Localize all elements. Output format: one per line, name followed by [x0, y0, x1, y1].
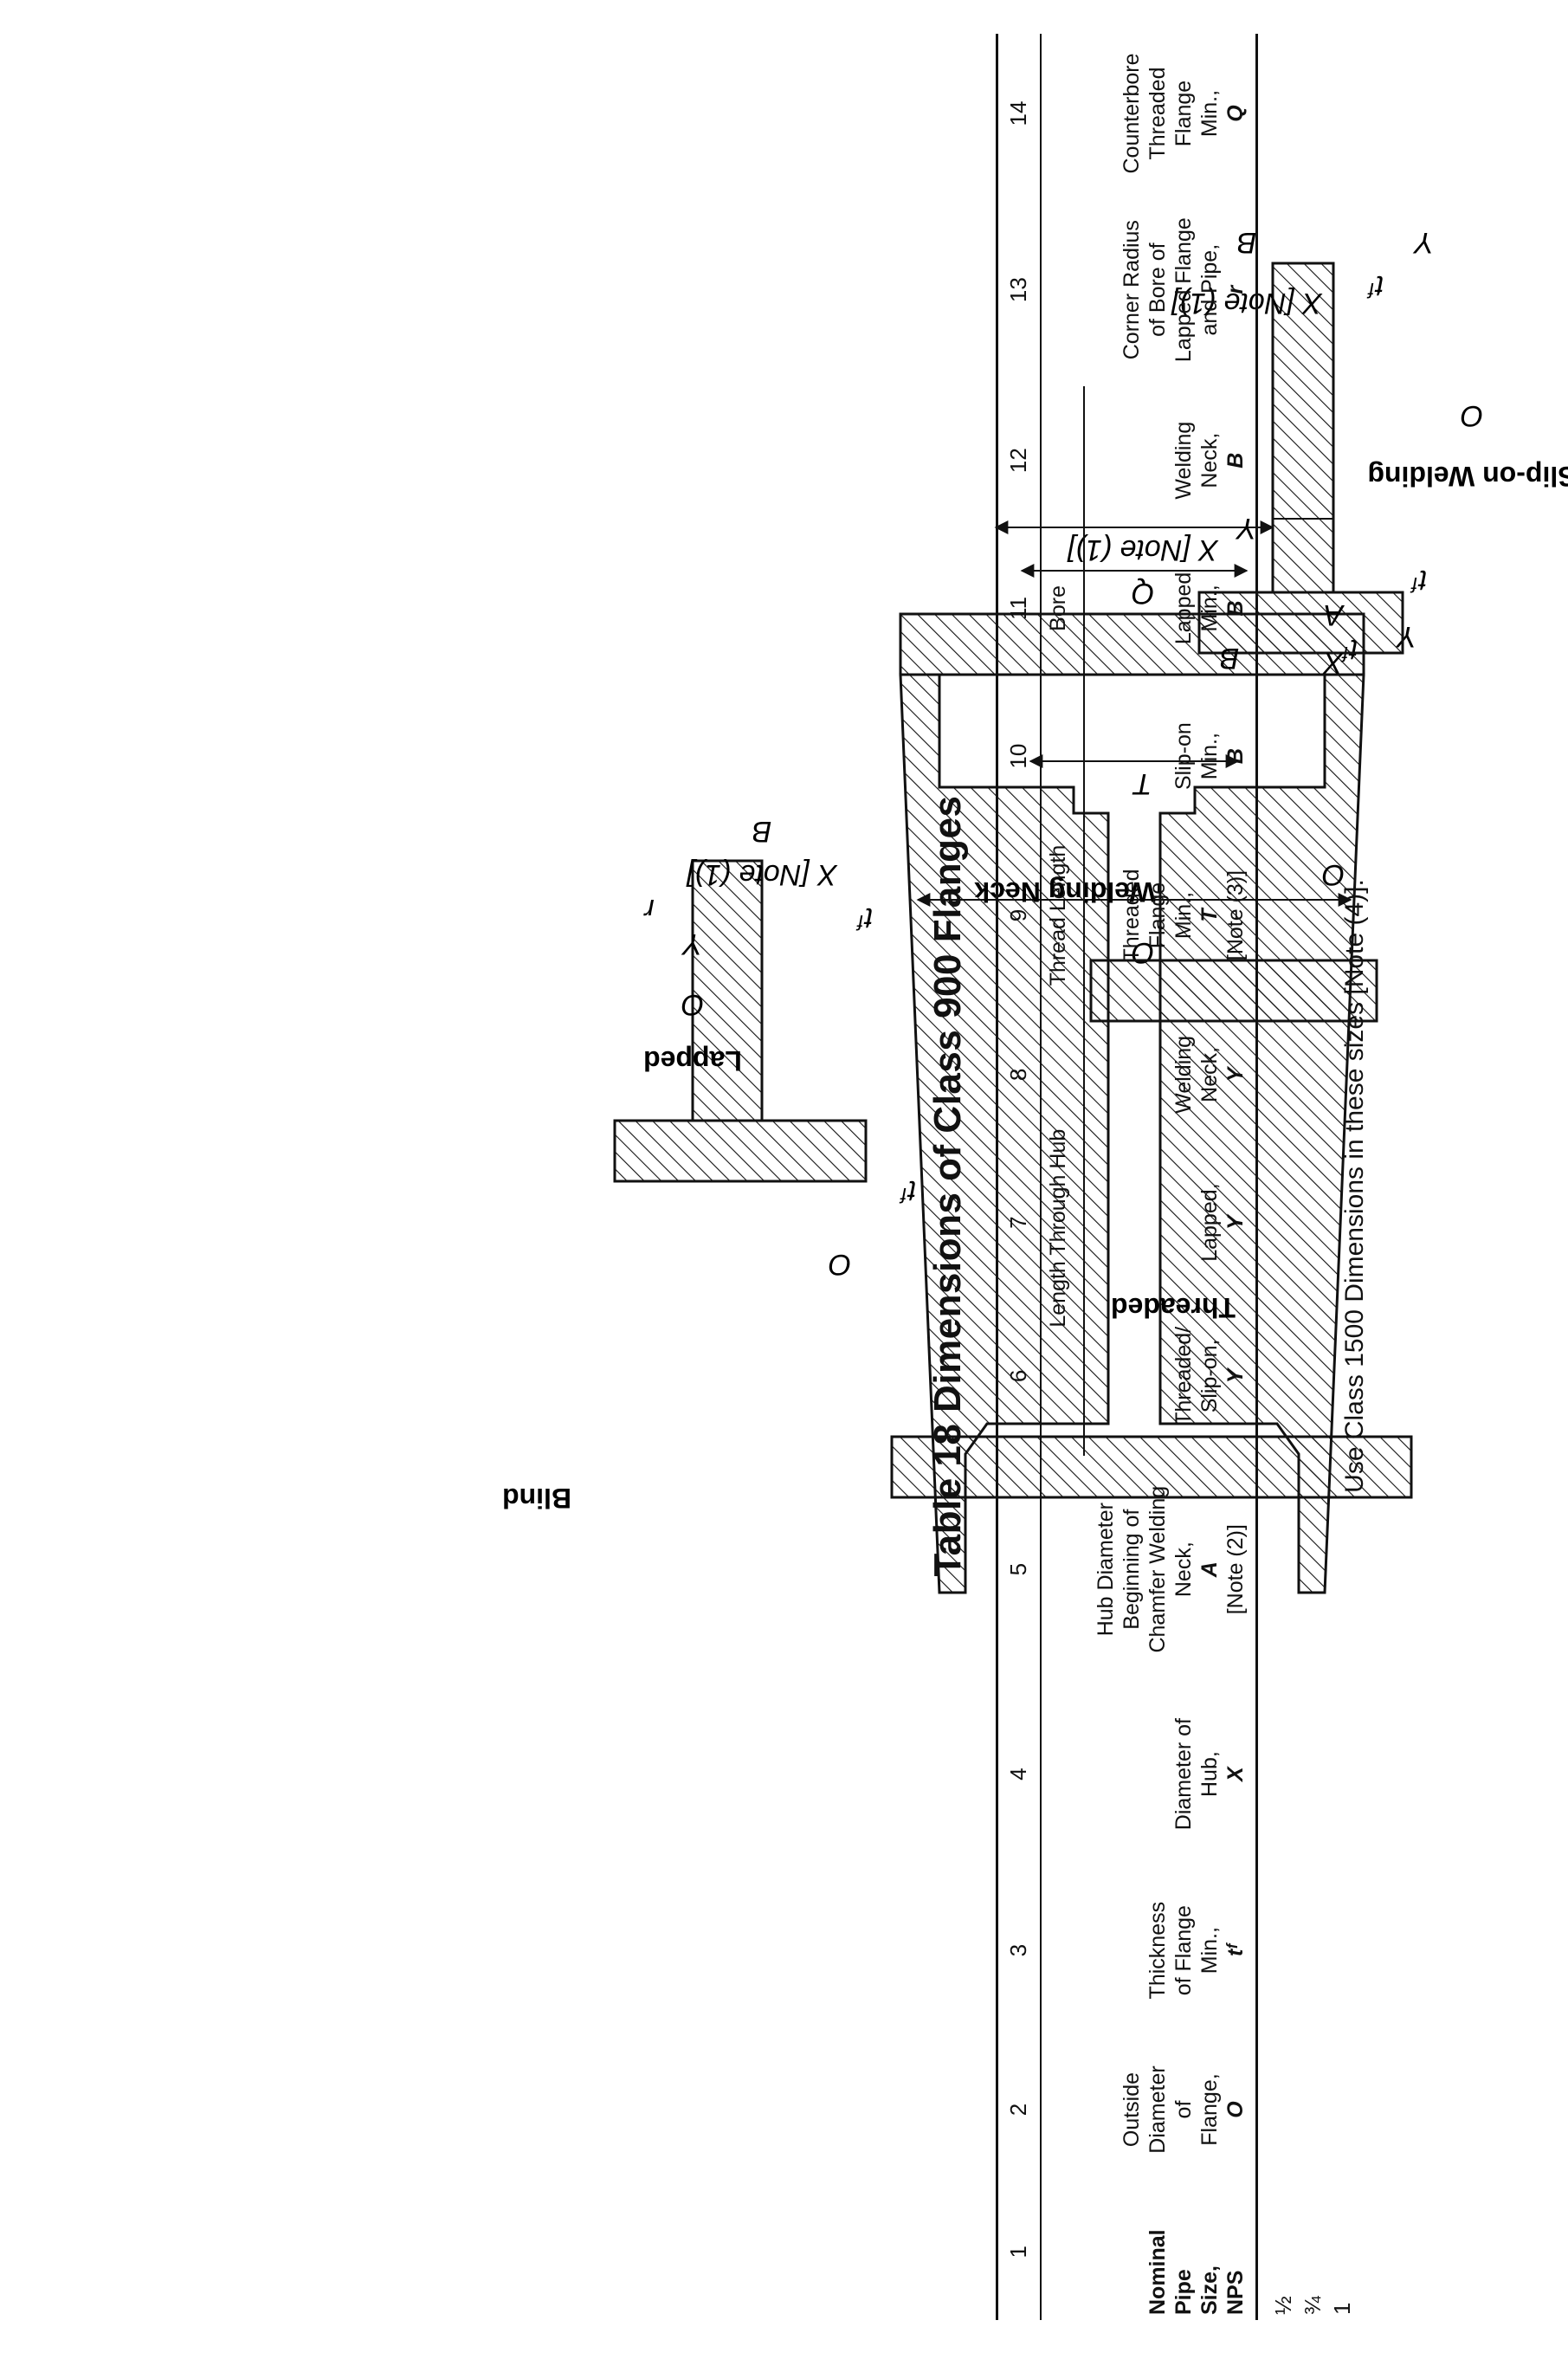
col-num-13: 13	[997, 193, 1041, 387]
slip-on-tf-label: tᶠ	[1366, 269, 1384, 302]
lapped-r-label: r	[643, 893, 655, 926]
col-num-3: 3	[997, 1865, 1041, 2036]
slip-on-x-label: X [Note (1)]	[1171, 287, 1323, 320]
col-num-11: 11	[997, 534, 1041, 682]
group-bore: Bore	[1046, 585, 1070, 631]
lapped-x-label: X [Note (1)]	[686, 858, 838, 891]
welding-neck-tf-label: tᶠ	[1410, 564, 1427, 597]
blind-caption: Blind	[502, 1483, 571, 1514]
col-num-9: 9	[997, 830, 1041, 1001]
slip-on-y-label: Y	[1412, 226, 1434, 259]
dimensions-table: 1 2 3 4 5 6 7 8 9 10 11 12 13 14 Length …	[996, 34, 1360, 2320]
welding-neck-a-label: A	[1324, 598, 1345, 631]
lapped-caption: Lapped	[643, 1045, 742, 1076]
threaded-x-label: X [Note (1)]	[1067, 533, 1219, 566]
slip-on-o-label: O	[1461, 399, 1483, 432]
table-footnote: Use Class 1500 Dimensions in these sizes…	[1340, 879, 1369, 1493]
slip-on-flange-drawing: Slip-on Welding O X [Note (1)] B Y tᶠ	[1171, 226, 1568, 655]
table-title: Table 18 Dimensions of Class 900 Flanges	[926, 795, 969, 1577]
lapped-flange-drawing: Lapped O X [Note (1)] B Y r tᶠ	[613, 815, 873, 1183]
col-num-6: 6	[997, 1296, 1041, 1456]
col-num-12: 12	[997, 386, 1041, 535]
col-num-4: 4	[997, 1683, 1041, 1865]
nps-half: ½	[1270, 2296, 1296, 2315]
header-threaded-slip-on: Threaded/Slip-on, Y	[1084, 1296, 1257, 1456]
group-header-row: Length Through Hub Thread Length Bore	[1041, 34, 1084, 2320]
nps-three-quarter: ¾	[1300, 2296, 1326, 2315]
welding-neck-x-label: X	[1322, 646, 1344, 679]
slip-on-b-label: B	[1237, 226, 1257, 259]
threaded-t-label: T	[1132, 767, 1152, 800]
col-num-5: 5	[997, 1455, 1041, 1684]
col-num-8: 8	[997, 1000, 1041, 1149]
column-number-row: 1 2 3 4 5 6 7 8 9 10 11 12 13 14	[997, 34, 1041, 2320]
welding-neck-b-label: B	[1220, 642, 1240, 675]
threaded-caption: Threaded	[1111, 1292, 1236, 1323]
lapped-tf-label: tᶠ	[855, 902, 873, 934]
header-lapped-y: Lapped,Y	[1084, 1148, 1257, 1296]
threaded-q-label: Q	[1132, 577, 1154, 610]
lapped-b-label: B	[752, 815, 772, 848]
col-num-10: 10	[997, 682, 1041, 831]
lapped-o-label: O	[681, 988, 704, 1021]
welding-neck-o-label: O	[1322, 858, 1345, 891]
col-num-2: 2	[997, 2035, 1041, 2184]
blind-o-label: O	[829, 1248, 851, 1281]
welding-neck-flange-drawing: Welding Neck O X A B Y tᶠ	[974, 512, 1427, 1023]
threaded-flange-drawing: O X [Note (1)] Q T Y tᶠ Threaded	[899, 520, 1416, 1594]
lapped-y-label: Y	[681, 927, 702, 960]
col-num-14: 14	[997, 34, 1041, 194]
group-length-through-hub: Length Through Hub	[1046, 1128, 1070, 1328]
group-thread-length: Thread Length	[1046, 844, 1070, 986]
welding-neck-caption: Welding Neck	[974, 876, 1155, 908]
blind-flange-drawing: Blind O tᶠ	[502, 1174, 1413, 1514]
welding-neck-y-label: Y	[1235, 512, 1256, 545]
slip-on-caption: Slip-on Welding	[1367, 461, 1568, 492]
blind-tf-label: tᶠ	[899, 1174, 916, 1207]
col-num-1: 1	[997, 2183, 1041, 2320]
col-num-7: 7	[997, 1148, 1041, 1296]
